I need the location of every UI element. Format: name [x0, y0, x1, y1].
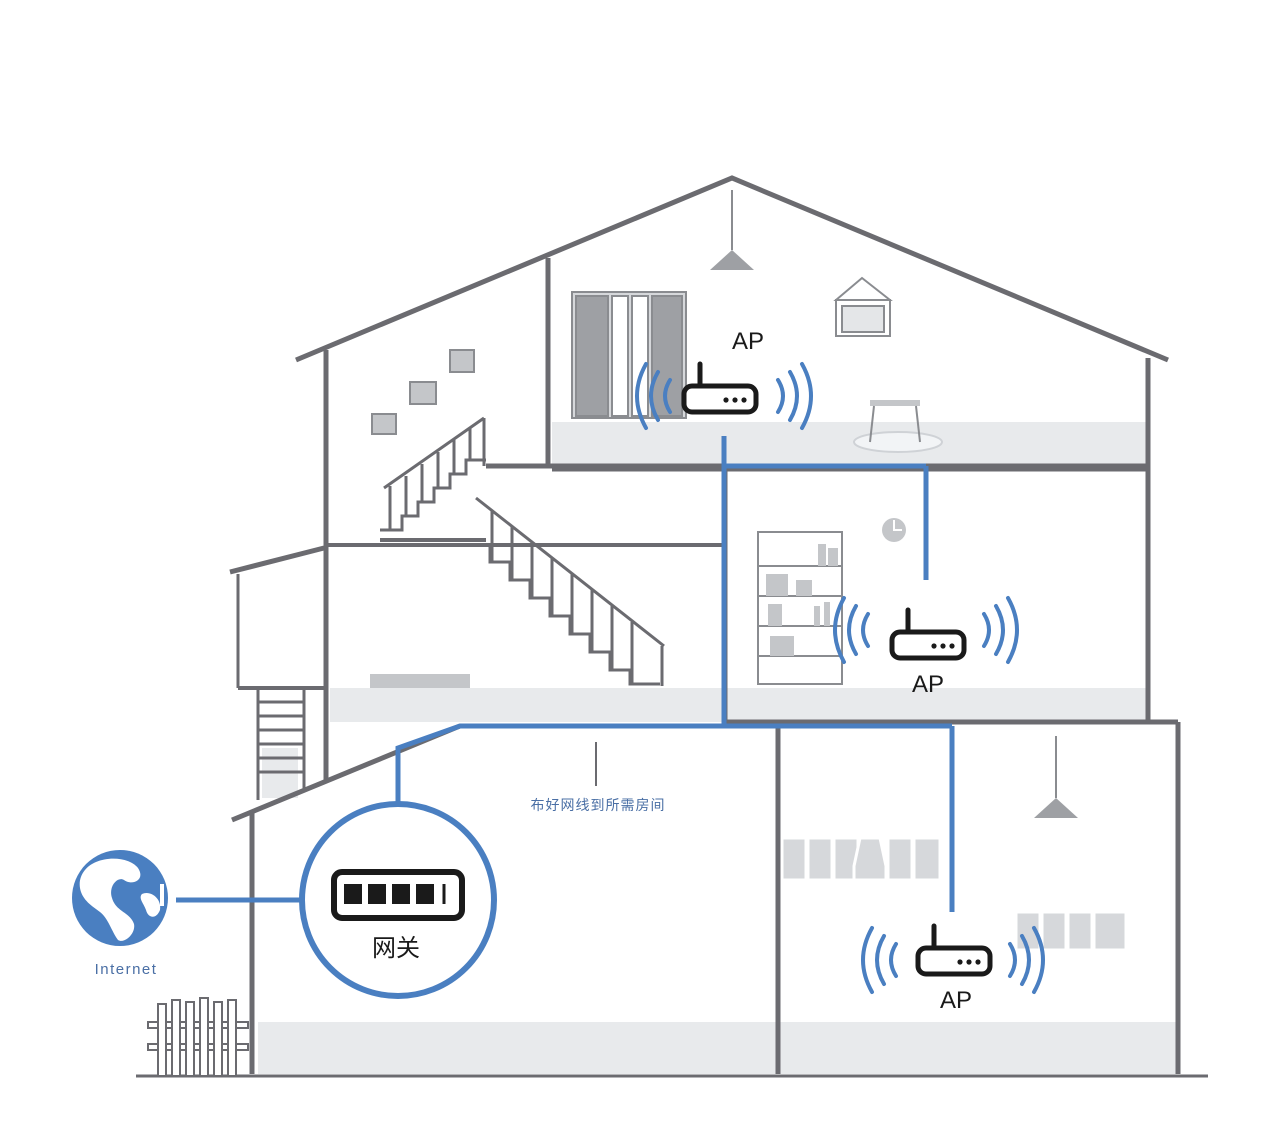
router-icon: [915, 923, 993, 977]
ap-bottom: AP: [861, 923, 1045, 1014]
router-icon: [889, 607, 967, 661]
ap-top: AP: [635, 328, 813, 430]
kitchen-cabinets: [780, 836, 942, 882]
wardrobe: [571, 291, 687, 419]
fence: [147, 997, 249, 1077]
upper-staircase: [380, 416, 486, 532]
wall-clock-icon: [882, 518, 906, 542]
gateway: 网关: [299, 801, 497, 999]
wifi-signal-icon: [635, 362, 813, 430]
gateway-switch-icon: [331, 869, 465, 921]
gateway-label: 网关: [372, 934, 420, 962]
ap-bottom-label: AP: [940, 987, 972, 1014]
window: [1014, 910, 1128, 952]
ap-middle-label: AP: [912, 671, 944, 698]
cable-note-label: 布好网线到所需房间: [531, 798, 666, 814]
internet-label: Internet: [95, 961, 158, 978]
globe-icon: [72, 850, 168, 946]
ceiling-lamp-icon: [710, 190, 754, 270]
wifi-signal-icon: [861, 926, 1045, 994]
balcony-ladder: [256, 690, 306, 800]
router-icon: [681, 361, 759, 415]
round-table: [853, 400, 943, 453]
wall-picture: [833, 276, 893, 337]
ap-middle: AP: [833, 596, 1019, 698]
ceiling-lamp-icon: [1034, 736, 1078, 818]
bookshelf: [757, 531, 843, 685]
wifi-signal-icon: [833, 596, 1019, 664]
ap-top-label: AP: [732, 328, 764, 355]
lower-staircase: [470, 496, 665, 686]
bed: [370, 674, 470, 688]
network-cables: [176, 436, 955, 912]
house-outline: [136, 175, 1208, 1078]
wall-decor-squares: [371, 349, 475, 435]
